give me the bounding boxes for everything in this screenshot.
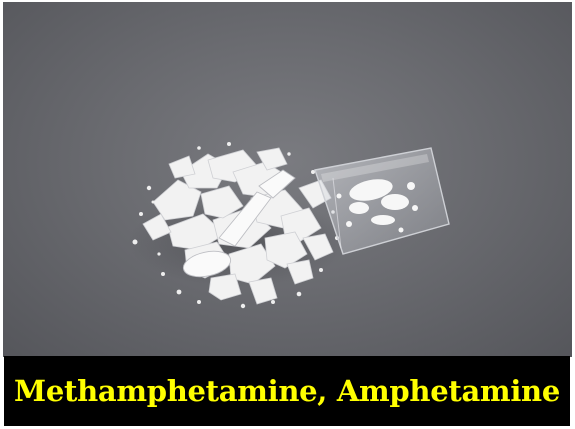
plastic-bag <box>314 147 450 255</box>
crystal-illustration <box>128 142 450 309</box>
crystal-photo <box>3 2 572 357</box>
large-crystals <box>182 169 296 278</box>
caption-bar: Methamphetamine, Amphetamine <box>4 356 570 426</box>
caption-title: Methamphetamine, Amphetamine <box>14 374 560 408</box>
crystal-fragments <box>132 142 340 309</box>
